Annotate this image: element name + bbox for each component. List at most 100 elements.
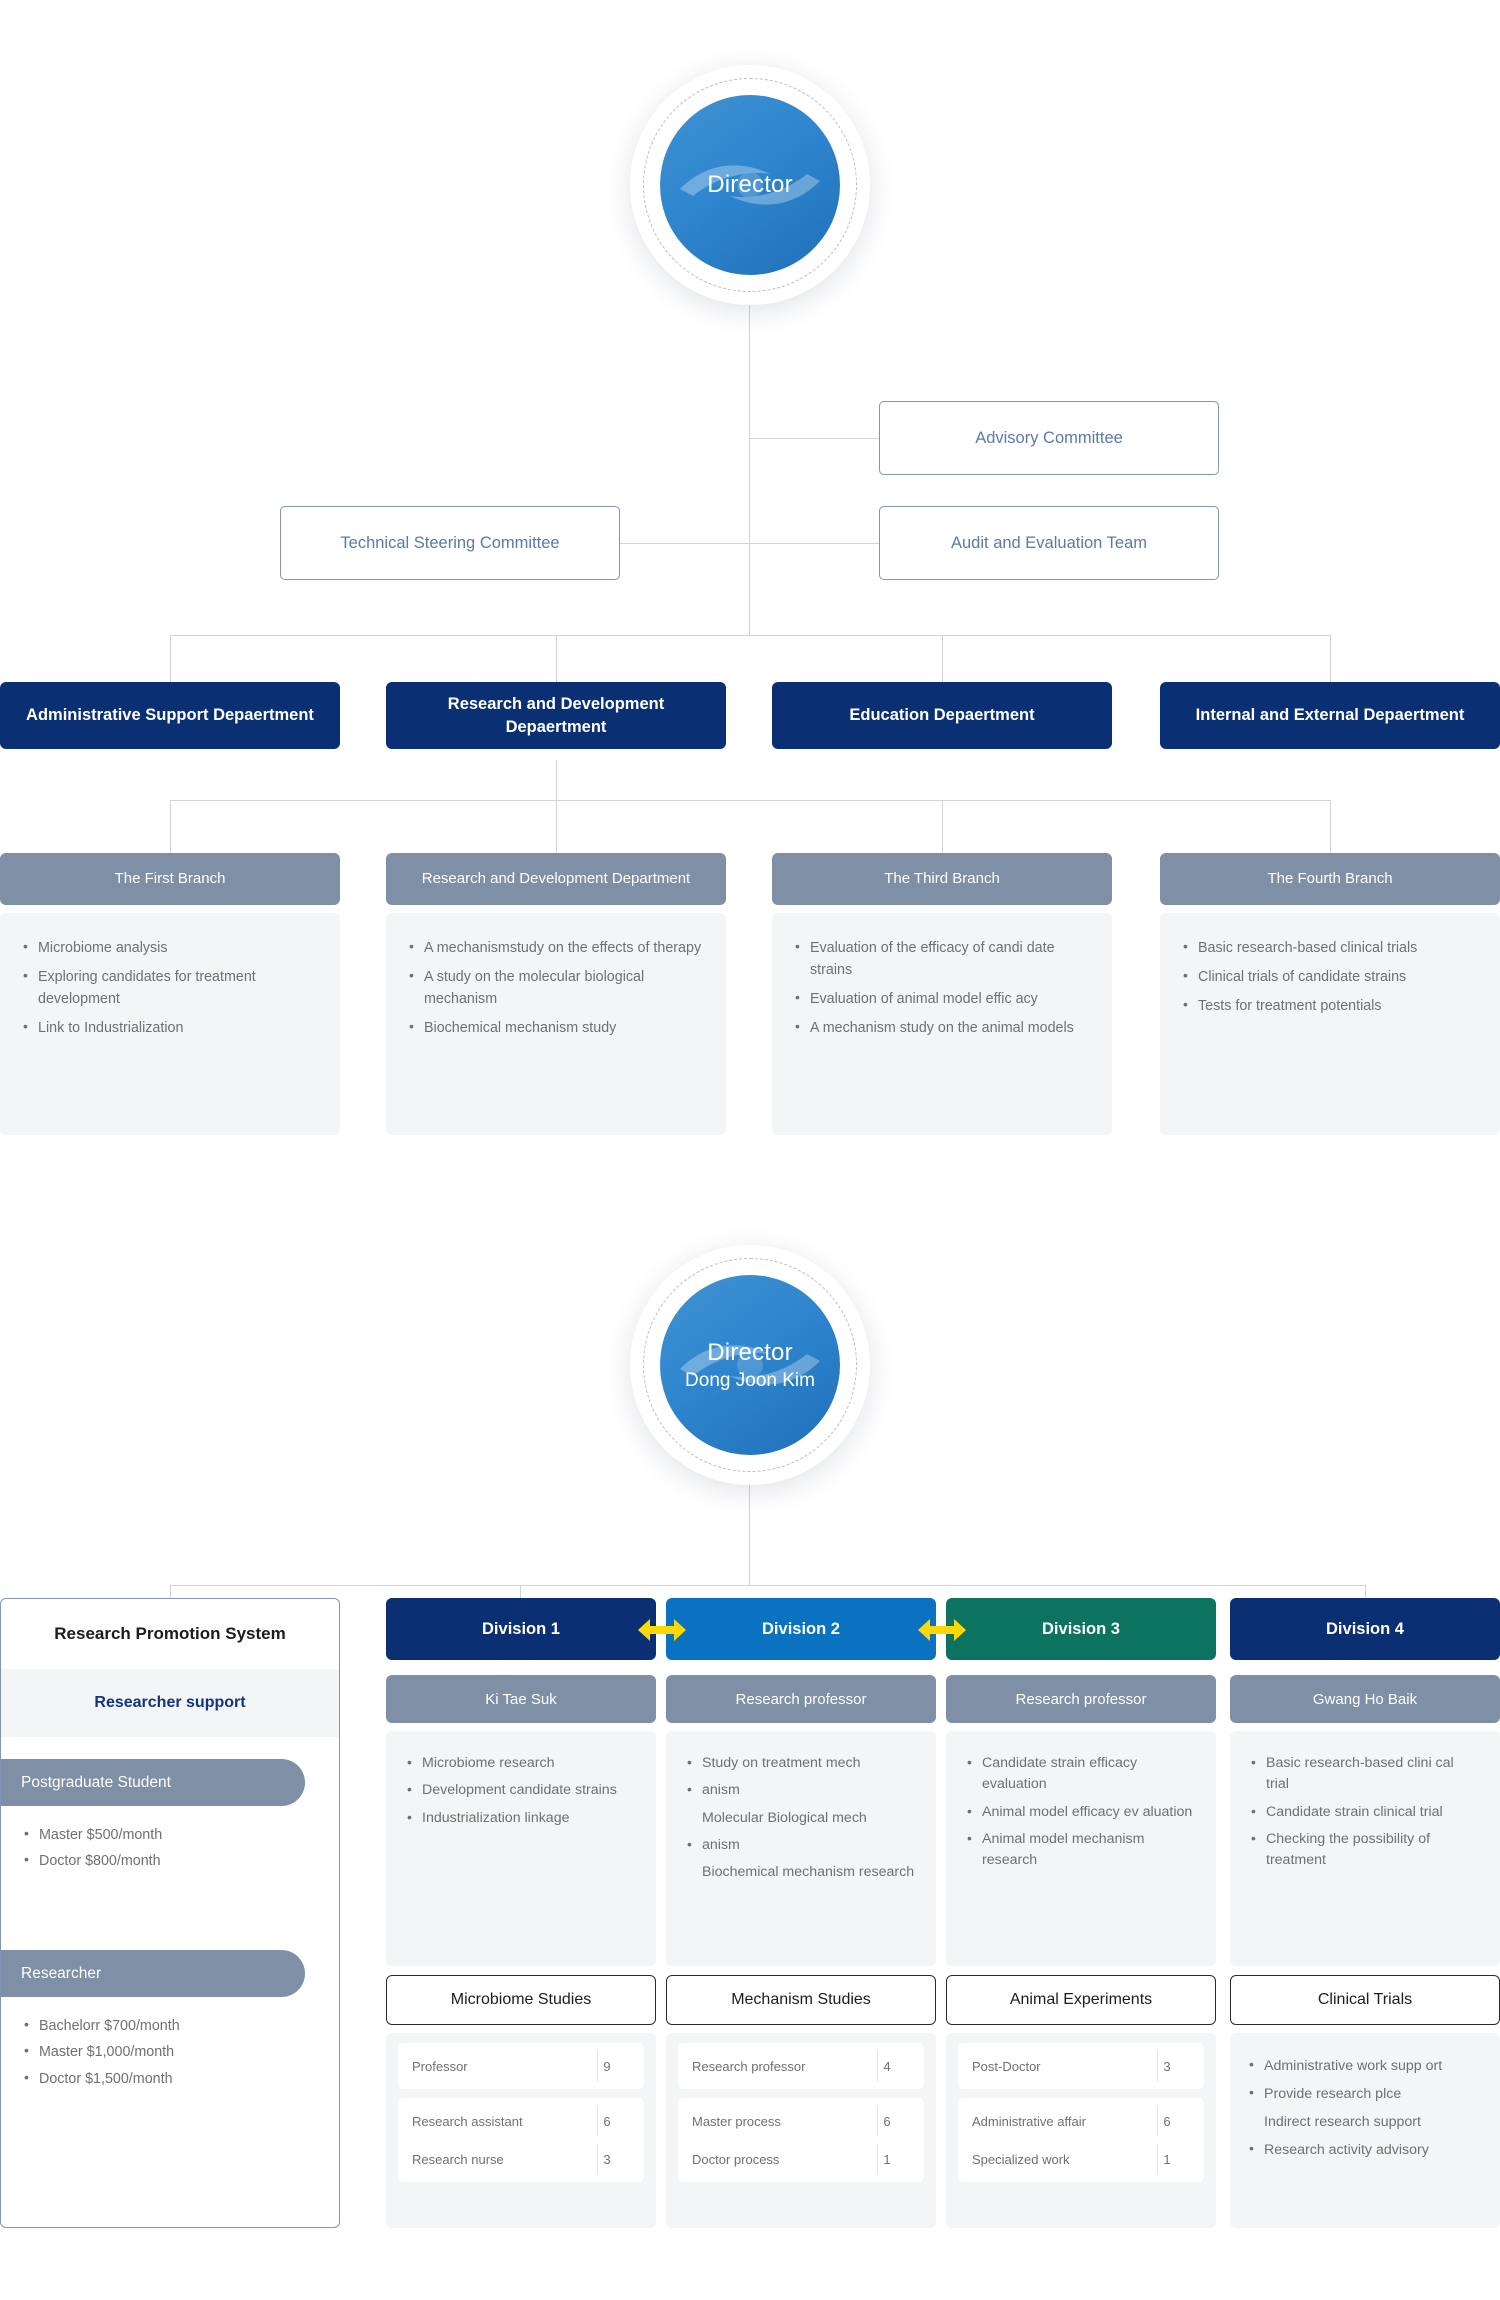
division-3-person: Research professor: [946, 1675, 1216, 1723]
table-cell-value: 1: [1163, 2151, 1171, 2167]
connector-dept-4: [1330, 635, 1331, 690]
director-dashed-ring: Director: [643, 78, 857, 292]
list-item: Biochemical mechanism research: [702, 1864, 915, 1881]
table-cell-value: 6: [603, 2113, 611, 2129]
connector-advisory: [749, 438, 879, 439]
branch-body-2: A mechanismstudy on the effects of thera…: [386, 913, 726, 1135]
department-internal-external[interactable]: Internal and External Depaertment: [1160, 682, 1500, 749]
table-cell-value: 6: [883, 2113, 891, 2129]
table-cell-value: 6: [1163, 2113, 1171, 2129]
division-3-header[interactable]: Division 3: [946, 1598, 1216, 1660]
list-item: Microbiome research: [406, 1752, 636, 1774]
director-node-top[interactable]: Director: [630, 65, 870, 305]
director-node-bottom[interactable]: Director Dong Joon Kim: [630, 1245, 870, 1485]
double-arrow-icon: [918, 1619, 966, 1641]
department-research-development[interactable]: Research and Development Depaertment: [386, 682, 726, 749]
table-cell-label: Master process: [692, 2113, 781, 2129]
table-group: Administrative affair 6 Specialized work…: [958, 2098, 1204, 2182]
list-item: Exploring candidates for treatment devel…: [22, 965, 318, 1010]
department-research-development-label: Research and Development Depaertment: [447, 695, 665, 736]
division-4-list: Basic research-based clini cal trial Can…: [1250, 1752, 1480, 1872]
director-circle: Director Dong Joon Kim: [660, 1275, 840, 1455]
department-administrative-support-label: Administrative Support Depaertment: [26, 706, 314, 725]
list-item: Tests for treatment potentials: [1182, 994, 1478, 1017]
connector-dept-3: [942, 635, 943, 690]
pill-researcher-label: Researcher: [21, 1964, 102, 1982]
list-item: Animal model efficacy ev aluation: [966, 1801, 1196, 1823]
study-clinical-header[interactable]: Clinical Trials: [1230, 1975, 1500, 2025]
division-3-list: Candidate strain efficacy evaluation Ani…: [966, 1752, 1196, 1871]
division-1-header[interactable]: Division 1: [386, 1598, 656, 1660]
table-group: Professor 9: [398, 2043, 644, 2089]
connector-dept-1: [170, 635, 171, 690]
branch-list-4: Basic research-based clinical trials Cli…: [1182, 936, 1478, 1017]
list-item: Administrative work supp ort: [1248, 2054, 1482, 2077]
committee-technical-steering[interactable]: Technical Steering Committee: [280, 506, 620, 580]
division-2-label: Division 2: [762, 1619, 840, 1638]
list-item: Master $500/month: [23, 1823, 339, 1846]
division-2-list: Study on treatment mech anism Molecular …: [686, 1752, 916, 1883]
table-cell-label: Administrative affair: [972, 2113, 1086, 2129]
connector-branch-2: [556, 800, 557, 853]
list-item: Provide research plce: [1248, 2082, 1482, 2105]
study-animal-header[interactable]: Animal Experiments: [946, 1975, 1216, 2025]
branch-header-1[interactable]: The First Branch: [0, 853, 340, 905]
researcher-support-subtitle: Researcher support: [1, 1669, 339, 1737]
branch-header-4-label: The Fourth Branch: [1267, 870, 1393, 888]
pill-researcher: Researcher: [1, 1950, 305, 1998]
table-cell-label: Specialized work: [972, 2151, 1070, 2167]
department-internal-external-label: Internal and External Depaertment: [1195, 706, 1465, 725]
committee-audit-evaluation[interactable]: Audit and Evaluation Team: [879, 506, 1219, 580]
list-item: Master $1,000/month: [23, 2040, 339, 2063]
director-title: Director: [707, 171, 793, 198]
table-cell-label: Post-Doctor: [972, 2058, 1041, 2074]
study-clinical-label: Clinical Trials: [1317, 1991, 1413, 2008]
department-education-label: Education Depaertment: [849, 706, 1035, 725]
arrow-div2-div3: [916, 1615, 968, 1645]
committee-advisory[interactable]: Advisory Committee: [879, 401, 1219, 475]
department-administrative-support[interactable]: Administrative Support Depaertment: [0, 682, 340, 749]
list-item: Basic research-based clini cal trial: [1250, 1752, 1480, 1796]
table-row: Doctor process 1: [678, 2140, 924, 2178]
list-item: anism: [686, 1779, 916, 1801]
list-item: A mechanismstudy on the effects of thera…: [408, 936, 704, 959]
director-title: Director: [707, 1338, 793, 1366]
department-education[interactable]: Education Depaertment: [772, 682, 1112, 749]
study-microbiome-header[interactable]: Microbiome Studies: [386, 1975, 656, 2025]
cell-divider: [597, 2106, 598, 2136]
connector-steering-audit: [443, 543, 879, 544]
table-row: Master process 6: [678, 2102, 924, 2140]
connector-branch-1: [170, 800, 171, 853]
division-1-body: Microbiome research Development candidat…: [386, 1731, 656, 1966]
list-item: Research activity advisory: [1248, 2138, 1482, 2161]
branch-header-4[interactable]: The Fourth Branch: [1160, 853, 1500, 905]
clinical-trials-list-panel: Administrative work supp ort Provide res…: [1230, 2033, 1500, 2228]
branch-header-2[interactable]: Research and Development Department: [386, 853, 726, 905]
study-mechanism-header[interactable]: Mechanism Studies: [666, 1975, 936, 2025]
list-item: Link to Industrialization: [22, 1016, 318, 1039]
cell-divider: [877, 2051, 878, 2081]
division-4-label: Division 4: [1326, 1619, 1404, 1638]
table-cell-label: Research assistant: [412, 2113, 523, 2129]
list-item: Study on treatment mech: [686, 1752, 916, 1774]
study-animal-label: Animal Experiments: [1009, 1991, 1153, 2008]
committee-audit-evaluation-label: Audit and Evaluation Team: [951, 533, 1147, 552]
committee-advisory-label: Advisory Committee: [975, 428, 1123, 447]
cell-divider: [597, 2144, 598, 2174]
list-item: Checking the possibility of treatment: [1250, 1828, 1480, 1872]
staff-table-mechanism: Research professor 4 Master process 6 Do…: [666, 2033, 936, 2228]
table-cell-label: Research nurse: [412, 2151, 504, 2167]
division-2-header[interactable]: Division 2: [666, 1598, 936, 1660]
swirl-logo-icon: [680, 165, 820, 205]
staff-table-animal: Post-Doctor 3 Administrative affair 6 Sp…: [946, 2033, 1216, 2228]
division-4-header[interactable]: Division 4: [1230, 1598, 1500, 1660]
branch-header-3[interactable]: The Third Branch: [772, 853, 1112, 905]
division-2-body: Study on treatment mech anism Molecular …: [666, 1731, 936, 1966]
connector-director-trunk: [749, 305, 750, 635]
table-cell-label: Doctor process: [692, 2151, 780, 2167]
list-item: Microbiome analysis: [22, 936, 318, 959]
study-mechanism-label: Mechanism Studies: [731, 1991, 871, 2008]
table-group: Master process 6 Doctor process 1: [678, 2098, 924, 2182]
list-item: Evaluation of animal model effic acy: [794, 987, 1090, 1010]
branch-body-4: Basic research-based clinical trials Cli…: [1160, 913, 1500, 1135]
